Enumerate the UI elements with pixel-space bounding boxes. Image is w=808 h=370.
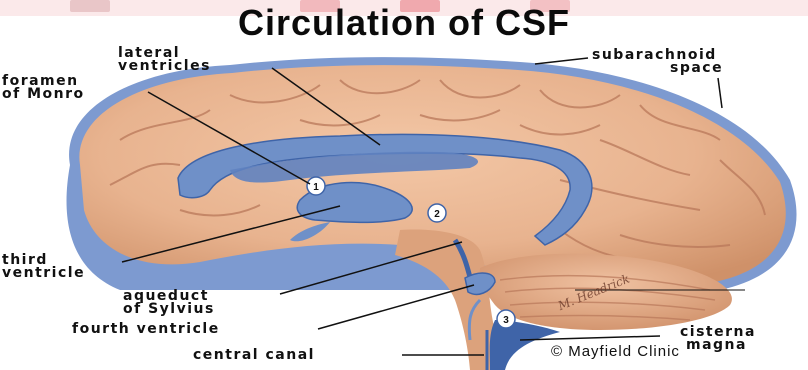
marker-3: 3 bbox=[497, 310, 515, 328]
label-subarachnoid-space: subarachnoid space bbox=[592, 49, 723, 75]
label-aqueduct-of-sylvius-line2: of Sylvius bbox=[123, 303, 215, 316]
label-third-ventricle-line2: ventricle bbox=[2, 267, 85, 280]
marker-2: 2 bbox=[428, 204, 446, 222]
copyright-credit: © Mayfield Clinic bbox=[551, 343, 680, 360]
label-fourth-ventricle: fourth ventricle bbox=[72, 323, 220, 336]
leader-subarachnoid-space-2 bbox=[718, 78, 722, 108]
leader-fourth-ventricle bbox=[318, 285, 474, 329]
label-foramen-of-monro-line2: of Monro bbox=[2, 88, 85, 101]
diagram-title: Circulation of CSF bbox=[0, 2, 808, 44]
marker-3-label: 3 bbox=[503, 315, 509, 326]
label-lateral-ventricles-line2: ventricles bbox=[118, 60, 211, 73]
cisterna-magna bbox=[490, 320, 560, 370]
label-third-ventricle: third ventricle bbox=[2, 254, 85, 280]
label-cisterna-magna: cisterna magna bbox=[680, 326, 756, 352]
marker-1: 1 bbox=[307, 177, 325, 195]
label-lateral-ventricles: lateral ventricles bbox=[118, 47, 211, 73]
label-aqueduct-of-sylvius: aqueduct of Sylvius bbox=[123, 290, 215, 316]
marker-1-label: 1 bbox=[313, 182, 319, 193]
marker-2-label: 2 bbox=[434, 209, 440, 220]
label-central-canal: central canal bbox=[193, 349, 315, 362]
label-cisterna-magna-line2: magna bbox=[680, 339, 756, 352]
label-subarachnoid-space-line2: space bbox=[592, 62, 723, 75]
leader-subarachnoid-space bbox=[535, 58, 588, 64]
label-foramen-of-monro: foramen of Monro bbox=[2, 75, 85, 101]
